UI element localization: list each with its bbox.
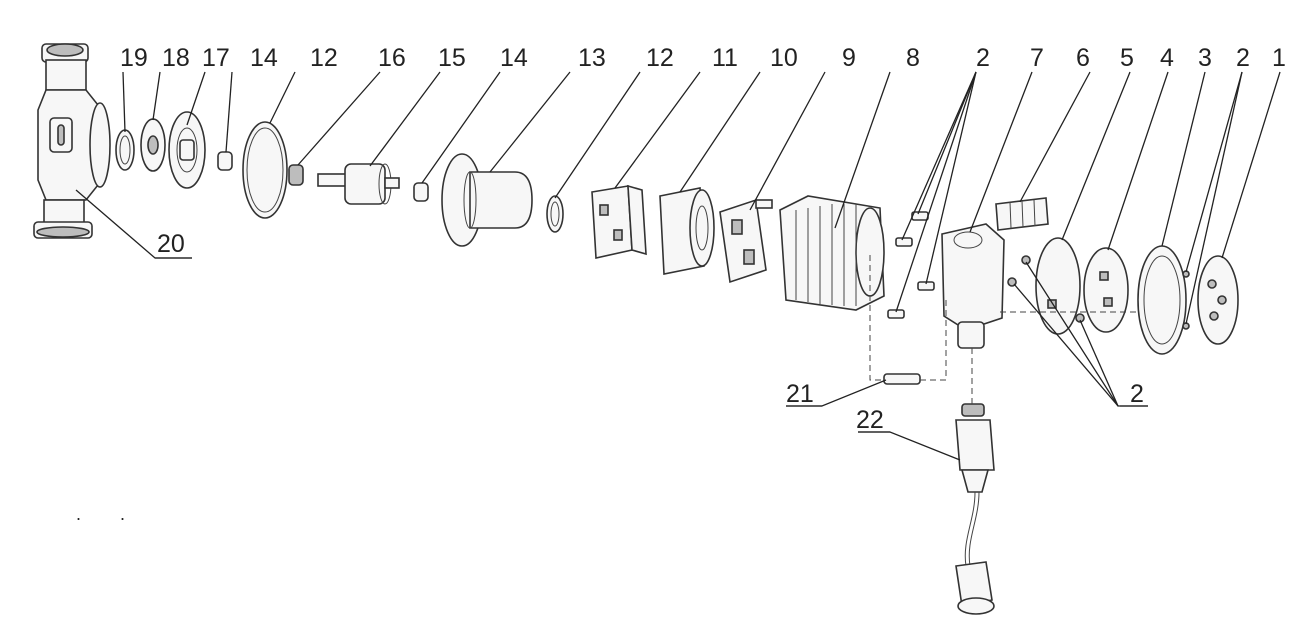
part-8-motor-housing xyxy=(779,195,885,311)
part-20-pump-housing xyxy=(33,43,111,239)
callout-14-b: 14 xyxy=(500,44,528,72)
callout-13: 13 xyxy=(578,44,606,72)
callout-11: 11 xyxy=(712,44,738,72)
callout-6: 6 xyxy=(1076,44,1090,72)
callout-20: 20 xyxy=(157,230,185,258)
callout-3: 3 xyxy=(1198,44,1212,72)
part-18-impeller xyxy=(140,118,166,172)
part-12-gasket-a xyxy=(242,121,288,219)
leader-lines xyxy=(75,71,1281,461)
assembly-lines xyxy=(869,255,1140,404)
part-17-disc xyxy=(168,111,206,189)
callout-2-bottom: 2 xyxy=(1130,380,1144,408)
callout-21: 21 xyxy=(786,380,814,408)
part-12-gasket-b xyxy=(546,195,564,233)
callout-22: 22 xyxy=(856,406,884,434)
callout-2-top: 2 xyxy=(976,44,990,72)
callout-10: 10 xyxy=(770,44,798,72)
part-19-ring xyxy=(115,129,135,171)
part-7-terminal-box xyxy=(941,223,1005,349)
callout-15: 15 xyxy=(438,44,466,72)
part-14-bushing-a xyxy=(217,151,233,171)
stray-dot: . xyxy=(76,504,81,524)
callout-4: 4 xyxy=(1160,44,1174,72)
callout-16: 16 xyxy=(378,44,406,72)
part-11-stator-frame xyxy=(591,184,647,259)
callout-7: 7 xyxy=(1030,44,1044,72)
part-16-bearing xyxy=(288,164,304,186)
part-5-circuit-board xyxy=(1035,237,1081,335)
callout-17: 17 xyxy=(202,44,230,72)
part-14-bushing-b xyxy=(413,182,429,202)
part-10-stator-core xyxy=(659,187,715,275)
stray-dot: . xyxy=(120,504,125,524)
callout-2-right: 2 xyxy=(1236,44,1250,72)
callout-14-a: 14 xyxy=(250,44,278,72)
part-22-power-cable xyxy=(955,403,995,615)
callout-8: 8 xyxy=(906,44,920,72)
part-9-winding-holder xyxy=(719,198,773,284)
part-4-control-board xyxy=(1083,247,1129,333)
callout-18: 18 xyxy=(162,44,190,72)
callout-1: 1 xyxy=(1272,44,1286,72)
part-2-screws-right xyxy=(1007,255,1190,330)
part-1-front-plate xyxy=(1197,255,1239,345)
part-13-rotor-can xyxy=(441,153,533,247)
callout-5: 5 xyxy=(1120,44,1134,72)
part-6-connector xyxy=(995,197,1049,231)
stray-marks: . . xyxy=(76,504,125,524)
part-21-capacitor xyxy=(883,373,921,385)
callout-12-b: 12 xyxy=(646,44,674,72)
part-15-rotor-shaft xyxy=(317,163,400,205)
callout-12-a: 12 xyxy=(310,44,338,72)
callout-labels: 19 18 17 14 12 16 15 14 13 12 11 10 9 8 … xyxy=(120,44,1286,434)
callout-9: 9 xyxy=(842,44,856,72)
part-2-screws-left xyxy=(887,211,935,319)
part-3-cover xyxy=(1137,245,1187,355)
callout-19: 19 xyxy=(120,44,148,72)
